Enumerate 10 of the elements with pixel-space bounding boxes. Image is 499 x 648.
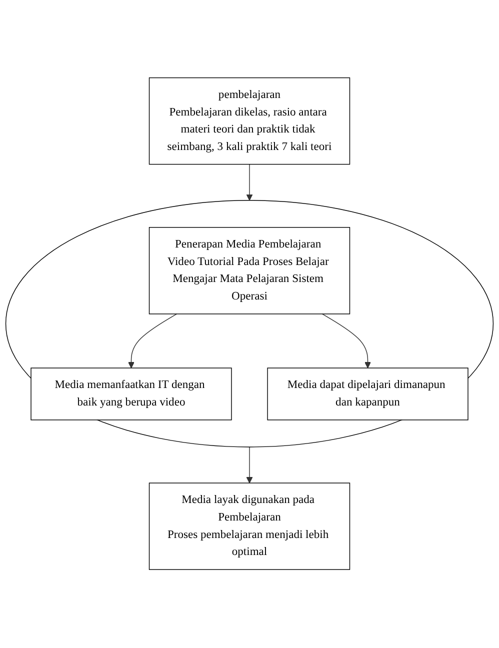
arrow — [128, 314, 178, 369]
arrow — [246, 164, 253, 201]
node-box: Media layak digunakan pada Pembelajaran Proses pembelajaran menjadi lebih optimal — [148, 483, 350, 570]
arrow — [322, 314, 371, 369]
arrow — [246, 446, 253, 484]
node-box: Penerapan Media Pembelajaran Video Tutorial Pada Proses Belajar Mengajar Mata Pelajaran Sistem Operasi — [148, 227, 350, 315]
node-box: Media dapat dipelajari dimanapun dan kapanpun — [267, 368, 468, 421]
cluster — [5, 200, 494, 448]
node-box: Media memanfaatkan IT dengan baik yang berupa video — [30, 368, 232, 421]
node-box: pembelajaran Pembelajaran dikelas, rasio antara materi teori dan praktik tidak seimbang, 3 kali praktik 7 kali teori — [148, 78, 350, 165]
